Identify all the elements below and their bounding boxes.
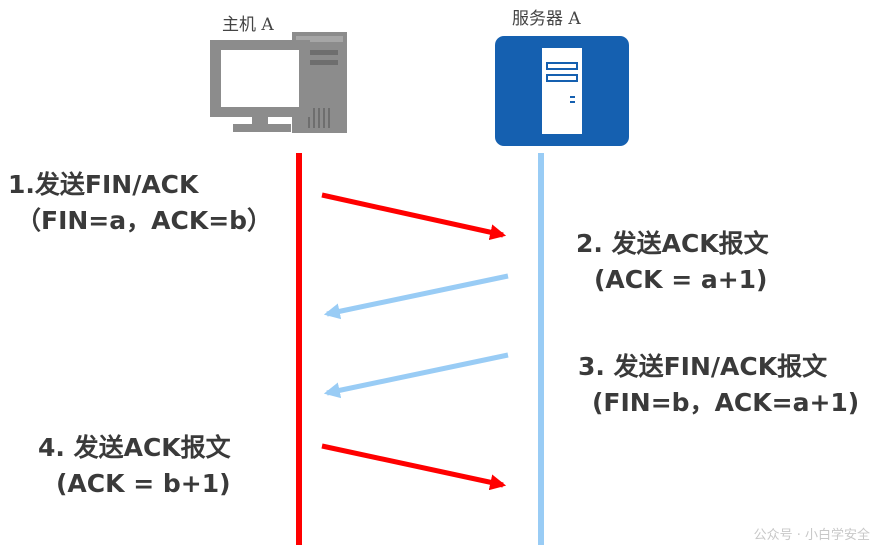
step3-arrow [323, 352, 509, 399]
step-4-title: 4. 发送ACK报文 [38, 433, 231, 462]
step2-arrow [323, 273, 509, 320]
step-2-detail: (ACK = a+1) [594, 265, 768, 294]
desktop-computer-icon [210, 32, 347, 133]
step-4-detail: (ACK = b+1) [56, 469, 231, 498]
server-icon [495, 36, 629, 146]
step1-arrow [321, 192, 507, 241]
host-label: 主机 A [222, 15, 274, 35]
server-label: 服务器 A [512, 9, 581, 29]
step-3-title: 3. 发送FIN/ACK报文 [578, 352, 828, 381]
step-2-text: 2. 发送ACK报文 (ACK = a+1) [576, 226, 769, 298]
step-1-detail: （FIN=a，ACK=b） [16, 206, 273, 235]
step-1-title: 1.发送FIN/ACK [8, 170, 199, 199]
step-3-detail: (FIN=b，ACK=a+1) [592, 388, 860, 417]
watermark: 公众号 · 小白学安全 [753, 528, 870, 543]
step-3-text: 3. 发送FIN/ACK报文 (FIN=b，ACK=a+1) [578, 349, 859, 421]
step4-arrow [321, 443, 507, 491]
step-2-title: 2. 发送ACK报文 [576, 229, 769, 258]
step-1-text: 1.发送FIN/ACK （FIN=a，ACK=b） [8, 167, 272, 239]
step-4-text: 4. 发送ACK报文 (ACK = b+1) [38, 430, 231, 502]
